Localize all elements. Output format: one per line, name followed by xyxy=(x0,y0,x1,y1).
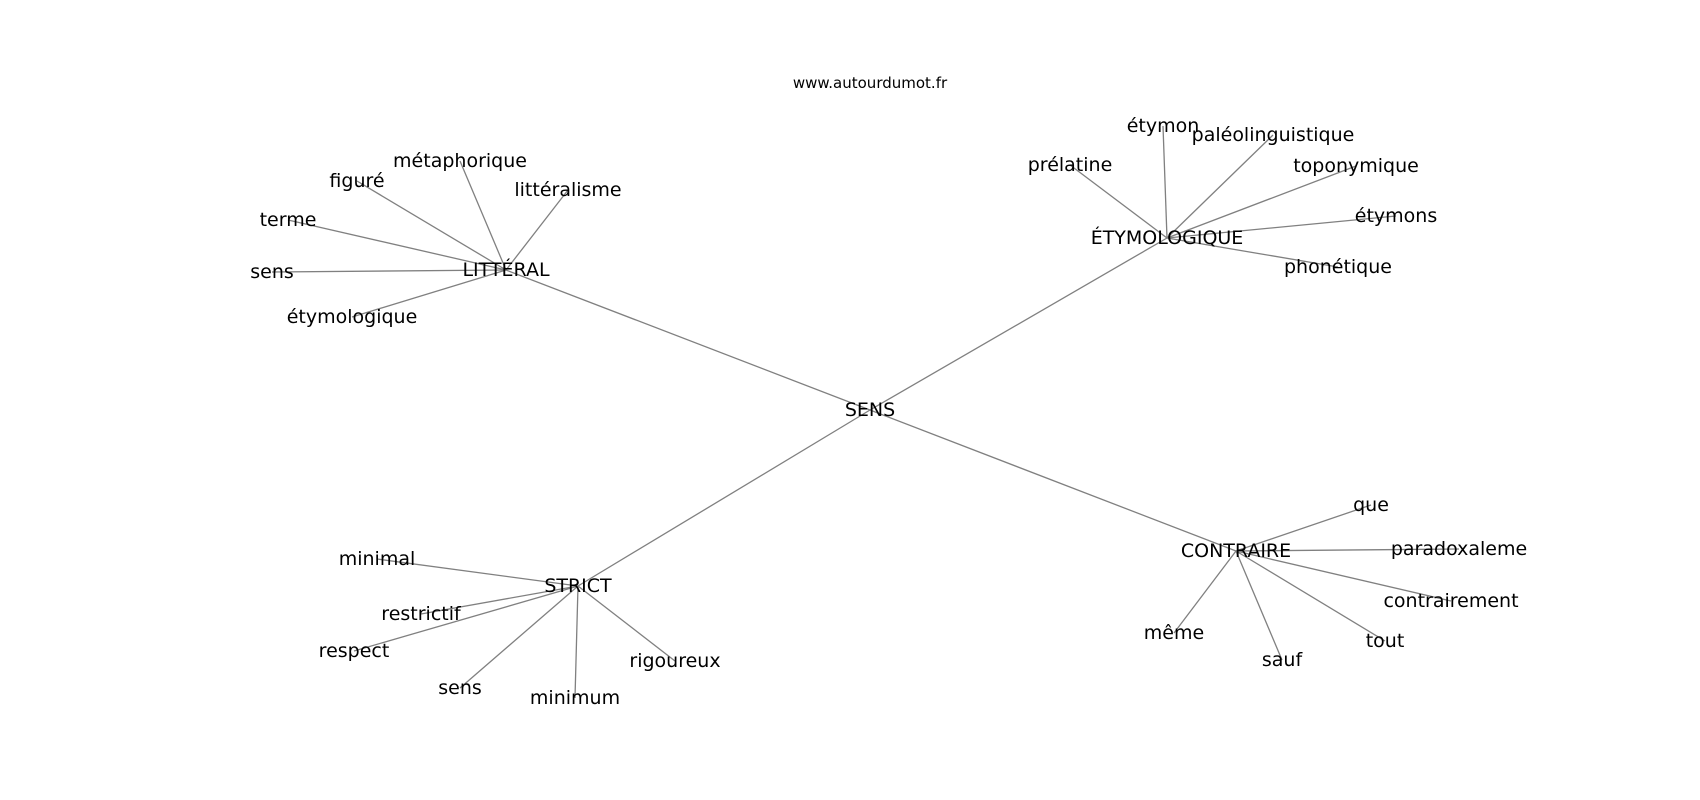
node-leaf-etymologique-5[interactable]: phonétique xyxy=(1284,256,1392,278)
edge-strict-3 xyxy=(459,585,579,689)
node-leaf-litteral-2[interactable]: littéralisme xyxy=(514,179,621,201)
edge-strict-2 xyxy=(353,585,579,652)
node-leaf-etymologique-0[interactable]: étymon xyxy=(1127,115,1200,137)
node-leaf-etymologique-3[interactable]: toponymique xyxy=(1293,155,1419,177)
edge-center-contraire xyxy=(869,409,1237,552)
node-leaf-strict-5[interactable]: rigoureux xyxy=(629,650,720,672)
edge-center-litteral xyxy=(505,269,871,411)
edge-litteral-2 xyxy=(505,189,569,271)
edge-litteral-0 xyxy=(459,160,507,271)
edge-litteral-5 xyxy=(351,269,507,318)
edge-center-strict xyxy=(577,409,871,587)
edge-contraire-0 xyxy=(1235,504,1372,552)
edge-contraire-4 xyxy=(1235,550,1283,661)
edge-contraire-3 xyxy=(1235,550,1386,642)
node-leaf-contraire-3[interactable]: tout xyxy=(1366,630,1405,652)
node-hub-etymologique[interactable]: ÉTYMOLOGIQUE xyxy=(1091,226,1244,249)
edge-litteral-4 xyxy=(271,269,507,273)
node-leaf-etymologique-4[interactable]: étymons xyxy=(1355,205,1437,227)
edge-contraire-5 xyxy=(1173,550,1237,634)
node-leaf-contraire-1[interactable]: paradoxaleme xyxy=(1391,538,1527,560)
edge-center-etymologique xyxy=(869,237,1168,411)
edge-etymologique-0 xyxy=(1162,125,1168,239)
edge-layer xyxy=(271,125,1460,699)
node-leaf-litteral-1[interactable]: figuré xyxy=(329,170,384,192)
node-leaf-etymologique-2[interactable]: prélatine xyxy=(1028,154,1113,176)
node-leaf-strict-4[interactable]: minimum xyxy=(530,687,620,709)
node-leaf-contraire-0[interactable]: que xyxy=(1353,494,1389,516)
edge-etymologique-4 xyxy=(1166,215,1397,239)
node-leaf-strict-1[interactable]: restrictif xyxy=(381,603,462,625)
node-hub-contraire[interactable]: CONTRAIRE xyxy=(1181,540,1291,562)
node-leaf-strict-3[interactable]: sens xyxy=(438,677,482,699)
node-center[interactable]: SENS xyxy=(845,399,895,421)
edge-etymologique-3 xyxy=(1166,165,1357,239)
node-leaf-strict-0[interactable]: minimal xyxy=(339,548,416,570)
edge-contraire-1 xyxy=(1235,548,1460,552)
edge-litteral-1 xyxy=(356,180,507,271)
node-leaf-strict-2[interactable]: respect xyxy=(319,640,390,662)
node-leaf-litteral-4[interactable]: sens xyxy=(250,261,294,283)
edge-contraire-2 xyxy=(1235,550,1452,602)
edge-etymologique-2 xyxy=(1069,164,1168,239)
node-hub-litteral[interactable]: LITTÉRAL xyxy=(462,258,550,281)
edge-etymologique-5 xyxy=(1166,237,1339,268)
node-leaf-contraire-4[interactable]: sauf xyxy=(1262,649,1304,671)
edge-etymologique-1 xyxy=(1166,134,1274,239)
node-leaf-litteral-0[interactable]: métaphorique xyxy=(393,150,527,172)
edge-strict-4 xyxy=(574,585,579,699)
edge-strict-1 xyxy=(420,585,579,615)
label-layer: SENS LITTÉRAL métaphorique figuré littéralis… xyxy=(250,115,1527,709)
node-leaf-litteral-3[interactable]: terme xyxy=(260,209,317,231)
node-leaf-contraire-5[interactable]: même xyxy=(1144,622,1204,644)
edge-litteral-3 xyxy=(287,219,507,271)
source-url: www.autourdumot.fr xyxy=(793,74,948,92)
node-hub-strict[interactable]: STRICT xyxy=(544,575,612,597)
node-leaf-litteral-5[interactable]: étymologique xyxy=(287,306,418,328)
edge-strict-0 xyxy=(376,558,579,587)
node-leaf-etymologique-1[interactable]: paléolinguistique xyxy=(1192,124,1355,146)
node-leaf-contraire-2[interactable]: contrairement xyxy=(1383,590,1518,612)
edge-strict-5 xyxy=(577,585,676,662)
